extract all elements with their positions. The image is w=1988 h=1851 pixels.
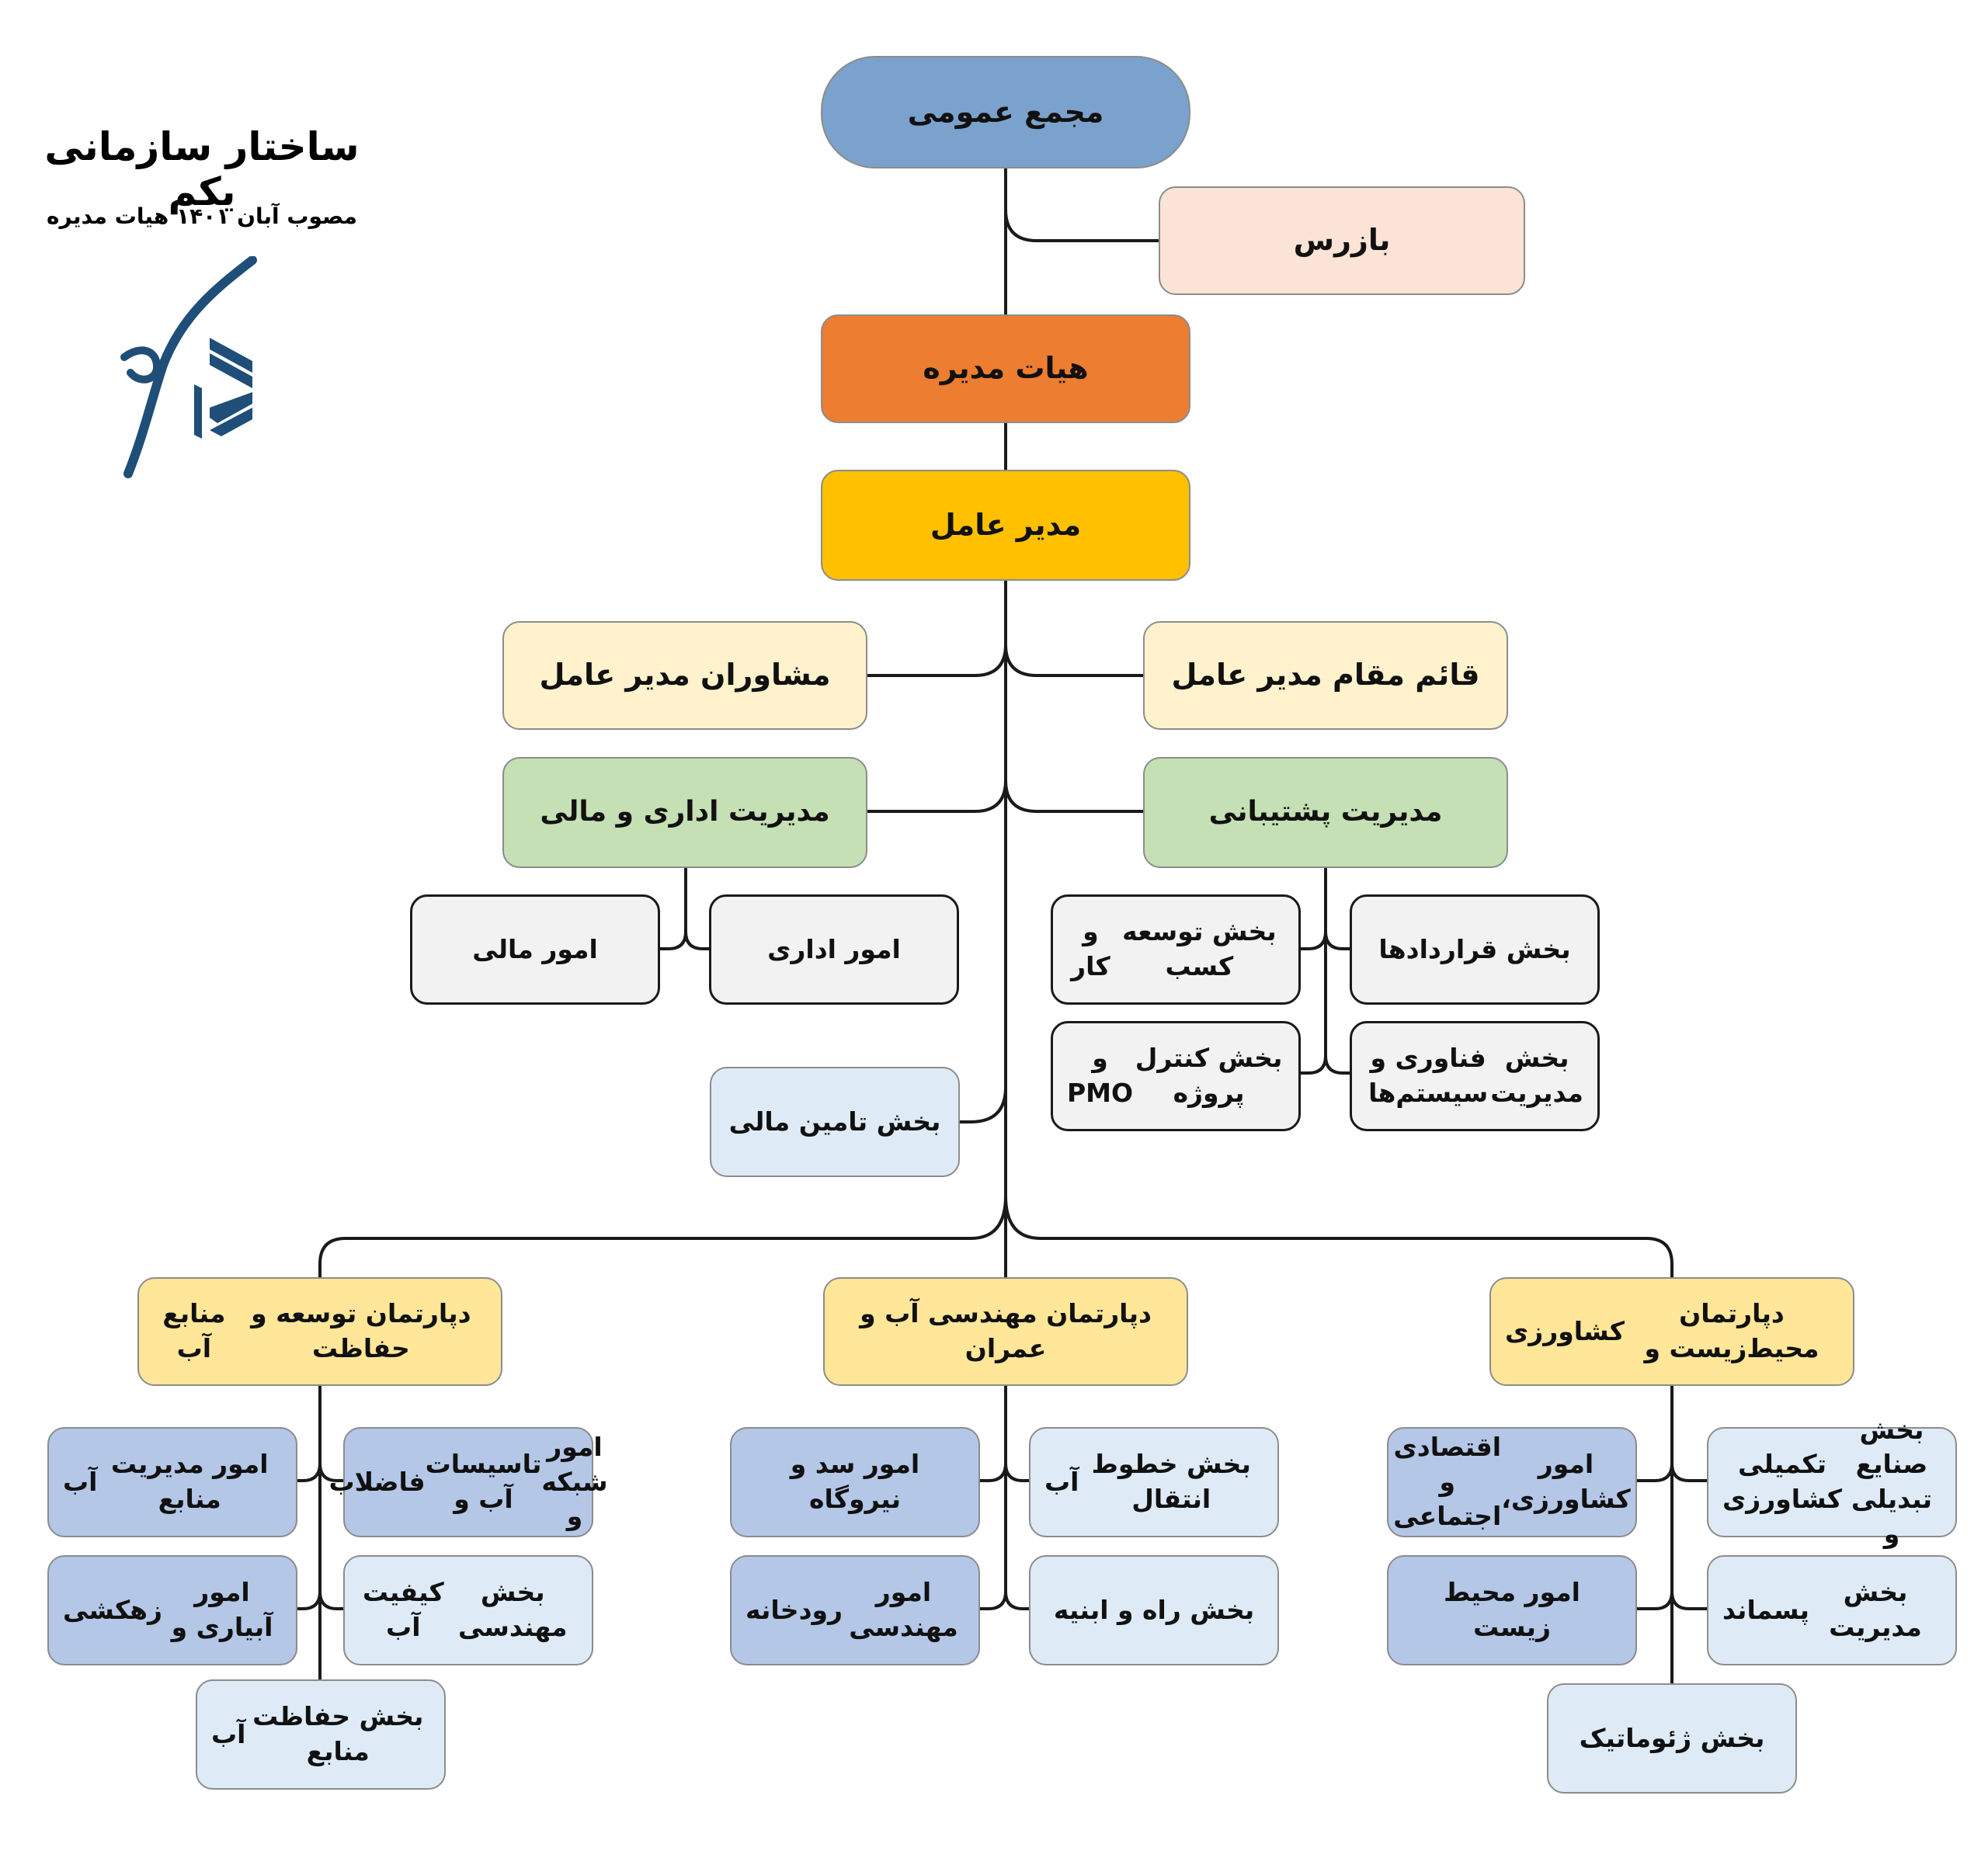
connector-departments-bus <box>318 1194 1673 1279</box>
resource-management-line-2: آب <box>63 1466 98 1497</box>
inspector-label: بازرس <box>1293 223 1391 258</box>
pmo-line-1: بخش کنترل پروژه <box>1135 1043 1283 1108</box>
inspector-box: بازرس <box>1159 186 1525 295</box>
agri-econ-social-line-1: امور کشاورزی، <box>1501 1449 1631 1514</box>
board-box: هیات مدیره <box>821 314 1190 423</box>
connector-support-branch <box>1299 866 1351 1075</box>
business-development-line-1: بخش توسعه کسب <box>1122 916 1277 981</box>
agri-econ-social-box: امور کشاورزی، اقتصادی و اجتماعی <box>1387 1427 1637 1537</box>
pmo-box: بخش کنترل پروژه و PMO <box>1051 1021 1301 1131</box>
environment-affairs-label: امور محیط زیست <box>1444 1577 1580 1642</box>
deputy-ceo-label: قائم مقام مدیر عامل <box>1171 658 1480 693</box>
pmo-line-2: و PMO <box>1067 1043 1134 1108</box>
environment-department-line-1: دپارتمان محیط‌زیست و <box>1644 1298 1819 1363</box>
water-quality-line-1: بخش مهندسی <box>458 1577 568 1642</box>
resource-protection-line-1: بخش حفاظت منابع <box>252 1701 424 1766</box>
administrative-affairs-box: امور اداری <box>709 894 959 1005</box>
admin-finance-management-box: مدیریت اداری و مالی <box>502 757 867 868</box>
water-lines-line-1: بخش خطوط انتقال <box>1091 1449 1251 1514</box>
resource-management-line-1: امور مدیریت منابع <box>110 1449 269 1514</box>
it-systems-box: بخش مدیریت فناوری و سیستم‌ها <box>1350 1021 1600 1131</box>
financial-affairs-label: امور مالی <box>472 933 598 964</box>
environment-department-line-2: کشاورزی <box>1505 1315 1625 1346</box>
connector-resources-branch <box>296 1384 345 1681</box>
financial-affairs-box: امور مالی <box>410 894 660 1005</box>
environment-department-box: دپارتمان محیط‌زیست و کشاورزی <box>1489 1277 1854 1386</box>
connector-environment-branch <box>1635 1384 1708 1685</box>
engineering-department-label: دپارتمان مهندسی آب و عمران <box>860 1298 1152 1363</box>
irrigation-box: امور آبیاری و زهکشی <box>47 1555 297 1665</box>
it-systems-line-2: فناوری و سیستم‌ها <box>1368 1043 1489 1108</box>
connector-support <box>1004 779 1145 813</box>
ceo-label: مدیر عامل <box>930 507 1082 542</box>
resource-management-box: امور مدیریت منابع آب <box>47 1427 297 1537</box>
administrative-affairs-label: امور اداری <box>767 933 901 964</box>
water-network-line-1: امور شبکه و <box>541 1432 608 1532</box>
ceo-advisors-box: مشاوران مدیر عامل <box>502 621 867 730</box>
connector-financing <box>958 1085 1007 1123</box>
roads-label: بخش راه و ابنیه <box>1053 1594 1255 1625</box>
dams-label: امور سد و نیروگاه <box>790 1449 920 1514</box>
resources-department-line-2: منابع آب <box>162 1298 226 1363</box>
chart-subtitle: مصوب آبان ۱۴۰۱ هیات مدیره <box>47 203 357 229</box>
waste-management-box: بخش مدیریت پسماند <box>1707 1555 1957 1665</box>
financing-section-box: بخش تامین مالی <box>710 1067 960 1177</box>
river-engineering-line-2: رودخانه <box>746 1594 843 1625</box>
water-quality-box: بخش مهندسی کیفیت آب <box>343 1555 593 1665</box>
connector-engineering-branch <box>978 1384 1030 1610</box>
connector-ceo-advisors <box>866 643 1007 677</box>
financing-section-label: بخش تامین مالی <box>728 1106 941 1137</box>
irrigation-line-1: امور آبیاری و <box>171 1577 273 1642</box>
business-development-line-2: و کار <box>1071 916 1110 981</box>
water-lines-line-2: آب <box>1044 1466 1079 1497</box>
contracts-section-box: بخش قراردادها <box>1350 894 1600 1005</box>
river-engineering-box: امور مهندسی رودخانه <box>730 1555 980 1665</box>
river-engineering-line-1: امور مهندسی <box>849 1577 958 1642</box>
engineering-department-box: دپارتمان مهندسی آب و عمران <box>823 1277 1188 1386</box>
geomatics-label: بخش ژئوماتیک <box>1579 1722 1765 1753</box>
connector-deputy-ceo <box>1004 643 1145 677</box>
resources-department-box: دپارتمان توسعه و حفاظت منابع آب <box>137 1277 502 1386</box>
water-quality-line-2: کیفیت آب <box>362 1577 444 1642</box>
general-assembly-label: مجمع عمومی <box>907 94 1104 129</box>
admin-finance-management-label: مدیریت اداری و مالی <box>540 796 830 828</box>
support-management-label: مدیریت پشتیبانی <box>1208 796 1443 828</box>
general-assembly-box: مجمع عمومی <box>821 56 1190 168</box>
resource-protection-box: بخش حفاظت منابع آب <box>196 1679 446 1790</box>
water-lines-box: بخش خطوط انتقال آب <box>1029 1427 1279 1537</box>
agro-industry-line-2: تکمیلی کشاورزی <box>1722 1449 1842 1514</box>
connector-inspector <box>1004 208 1160 242</box>
geomatics-box: بخش ژئوماتیک <box>1547 1683 1797 1794</box>
waste-management-line-2: پسماند <box>1722 1594 1809 1625</box>
roads-box: بخش راه و ابنیه <box>1029 1555 1279 1665</box>
connector-admin-finance <box>866 779 1007 813</box>
deputy-ceo-box: قائم مقام مدیر عامل <box>1143 621 1508 730</box>
water-network-box: امور شبکه و تاسیسات آب و فاضلاب <box>328 1427 608 1537</box>
it-systems-line-1: بخش مدیریت <box>1490 1043 1583 1108</box>
support-management-box: مدیریت پشتیبانی <box>1143 757 1508 868</box>
resources-department-line-1: دپارتمان توسعه و حفاظت <box>251 1298 471 1363</box>
water-network-line-2: تاسیسات آب و <box>425 1449 542 1514</box>
contracts-section-label: بخش قراردادها <box>1378 933 1571 964</box>
resource-protection-line-2: آب <box>211 1718 246 1749</box>
waste-management-line-1: بخش مدیریت <box>1829 1577 1922 1642</box>
irrigation-line-2: زهکشی <box>63 1594 163 1625</box>
ceo-advisors-label: مشاوران مدیر عامل <box>539 658 831 693</box>
business-development-box: بخش توسعه کسب و کار <box>1051 894 1301 1005</box>
connector-admin-branch <box>659 866 711 950</box>
yekom-logo-icon <box>120 256 257 478</box>
board-label: هیات مدیره <box>923 351 1089 386</box>
agri-econ-social-line-2: اقتصادی و اجتماعی <box>1393 1432 1502 1532</box>
agro-industry-box: بخش صنایع تبدیلی و تکمیلی کشاورزی <box>1707 1415 1957 1549</box>
water-network-line-3: فاضلاب <box>328 1466 426 1497</box>
dams-box: امور سد و نیروگاه <box>730 1427 980 1537</box>
agro-industry-line-1: بخش صنایع تبدیلی و <box>1851 1414 1933 1549</box>
ceo-box: مدیر عامل <box>821 470 1190 581</box>
environment-affairs-box: امور محیط زیست <box>1387 1555 1637 1665</box>
chart-title: ساختار سازمانی یکم <box>44 124 360 214</box>
